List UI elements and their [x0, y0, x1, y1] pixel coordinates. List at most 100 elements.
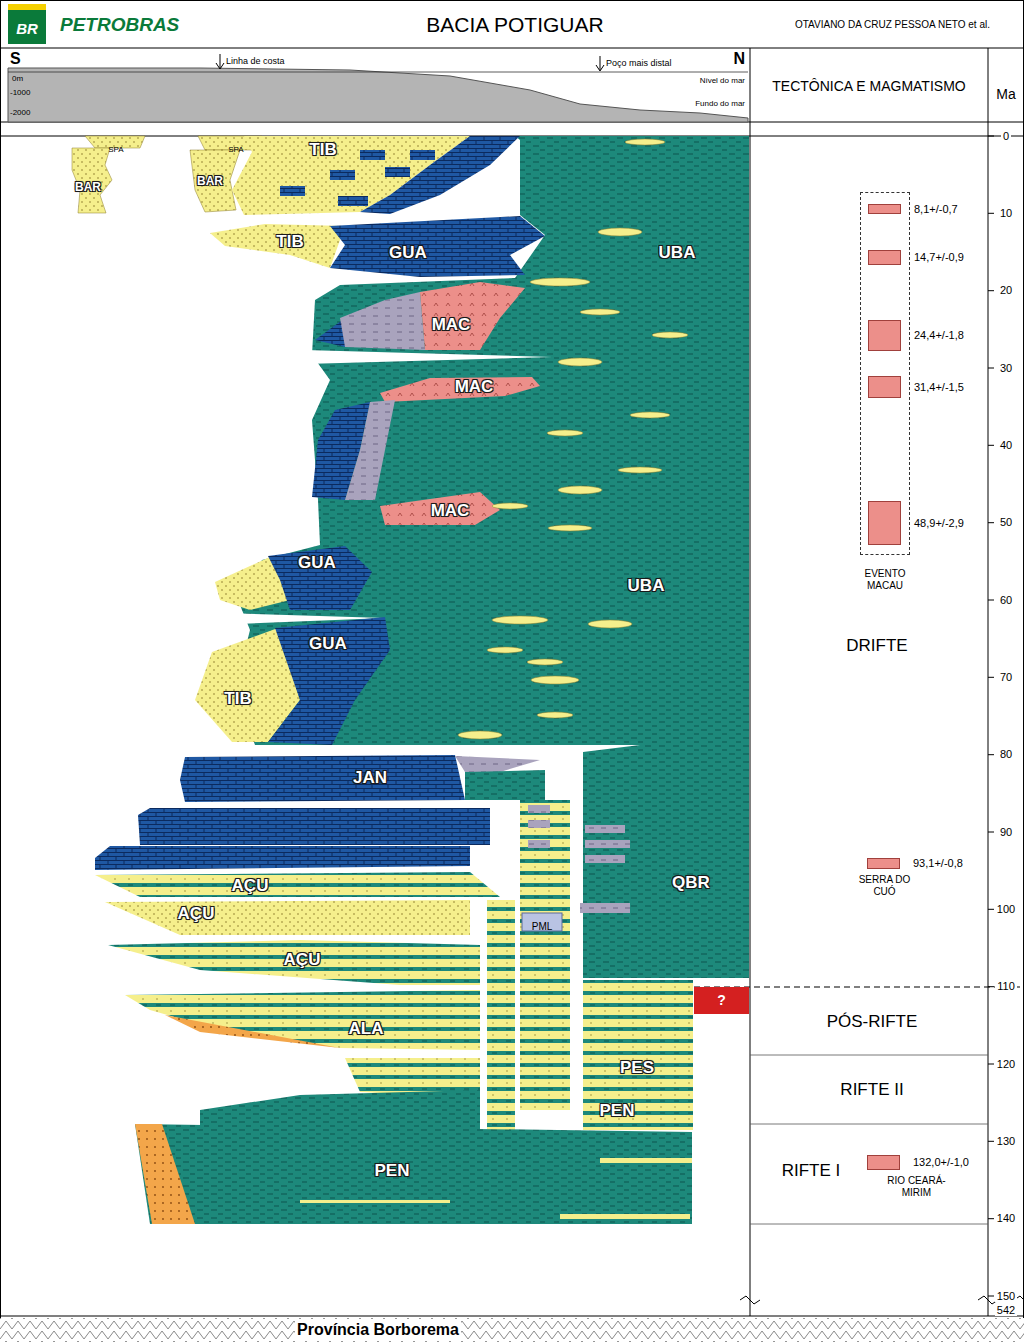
marl-body	[340, 292, 425, 350]
formation-body: GUA	[307, 633, 349, 655]
conglomerate-body	[165, 1015, 340, 1048]
chart-label: PETROBRAS	[60, 14, 179, 36]
interbedded-column	[487, 900, 515, 1130]
formation-body: UBA	[657, 242, 698, 264]
formation-body: QBR	[670, 872, 712, 894]
shale-body	[200, 1090, 480, 1130]
chart-label: Linha de costa	[226, 56, 285, 66]
marl-bed	[585, 825, 625, 833]
carbonate-body	[95, 846, 470, 870]
marl-bed	[580, 903, 630, 913]
formation-body: TIB	[274, 231, 305, 253]
formation-label: GUA	[298, 553, 336, 573]
chart-label: Ma	[996, 86, 1015, 102]
carbonate-block	[330, 170, 355, 180]
formation-body: SPA	[226, 137, 245, 148]
formation-body: ALA	[347, 1018, 386, 1040]
shale-body	[465, 770, 545, 800]
carbonate-block	[410, 150, 435, 160]
carbonate-block	[280, 186, 305, 196]
chart-label: Nível do mar	[700, 76, 745, 85]
formation-body: PML	[530, 915, 555, 929]
formation-body: BAR	[73, 176, 103, 192]
age-tick-label: 40	[998, 439, 1014, 452]
age-tick-label: 0	[1001, 130, 1011, 143]
chart-label: -2000	[10, 108, 30, 117]
carbonate-body	[268, 546, 372, 610]
formation-label: BAR	[197, 175, 223, 189]
chart-label: Poço mais distal	[606, 58, 672, 68]
age-tick-label: 542	[995, 1304, 1017, 1317]
formation-body: GUA	[387, 242, 429, 264]
formation-label: MAC	[455, 377, 494, 397]
section-profile	[8, 68, 748, 122]
magmatism-box: 8,1+/-0,7	[868, 204, 901, 214]
formation-body: SPA	[106, 137, 125, 148]
formation-label: AÇU	[232, 876, 269, 896]
formation-label: AÇU	[284, 950, 321, 970]
formation-label: SPA	[228, 145, 243, 154]
marl-bed	[528, 805, 550, 813]
formation-label: PES	[620, 1058, 654, 1078]
age-tick-label: 130	[995, 1135, 1017, 1148]
age-tick-label: 30	[998, 362, 1014, 375]
age-label: 8,1+/-0,7	[914, 203, 958, 216]
chart-label: Província Borborema	[295, 1321, 461, 1339]
formation-label: UBA	[659, 243, 696, 263]
formation-body: UBA	[626, 575, 667, 597]
age-label: 132,0+/-1,0	[913, 1156, 969, 1169]
chart-label: 0m	[12, 74, 23, 83]
formation-label: TIB	[224, 689, 251, 709]
tectonic-band: DRIFTE EVENTO MACAU 8,1+/-0,7 14,7+/-0,9 24,…	[751, 137, 987, 986]
basement-band	[0, 1318, 1024, 1342]
chart-label: N	[733, 50, 745, 68]
formation-body: MAC	[453, 376, 496, 398]
formation-label: PEN	[600, 1101, 635, 1121]
age-ticks	[988, 136, 994, 1296]
formation-label: PML	[532, 921, 553, 933]
uncertain-box: ?	[694, 987, 749, 1014]
logo-bar	[8, 4, 46, 10]
band-label: DRIFTE	[846, 636, 907, 656]
carbonate-body	[330, 216, 545, 277]
marl-bed	[528, 820, 550, 828]
formation-body: AÇU	[230, 875, 271, 897]
grid-lines	[0, 48, 1024, 1316]
interbedded-column	[520, 800, 570, 1110]
event-label: EVENTO MACAU	[855, 568, 915, 591]
interbedded-body	[108, 940, 480, 985]
chart-label: OTAVIANO DA CRUZ PESSOA NETO et al.	[795, 19, 990, 31]
formation-body: PES	[618, 1057, 656, 1079]
carbonate-body	[180, 755, 465, 802]
formation-body: AÇU	[176, 903, 217, 925]
formation-body: PEN	[598, 1100, 637, 1122]
age-label: 24,4+/-1,8	[914, 329, 964, 342]
tectonic-band: PÓS-RIFTE	[751, 988, 987, 1055]
chart-label: Fundo do mar	[695, 99, 745, 108]
location-arrow	[216, 54, 604, 71]
formation-label: PEN	[375, 1161, 410, 1181]
formation-body: MAC	[430, 314, 473, 336]
band-lines	[750, 1055, 988, 1224]
formation-body: TIB	[307, 139, 338, 161]
formation-label: TIB	[276, 232, 303, 252]
interbedded-column	[583, 980, 693, 1130]
chart-label: BR	[16, 20, 38, 37]
age-tick-label: 20	[998, 284, 1014, 297]
chart-label: -1000	[10, 88, 30, 97]
volcanic-body	[380, 492, 500, 525]
shale-body	[135, 1124, 692, 1224]
formation-label: AÇU	[178, 904, 215, 924]
marl-bed	[528, 840, 550, 848]
chart-title: BACIA POTIGUAR	[426, 13, 603, 37]
sand-bed	[300, 1200, 450, 1203]
formation-label: ALA	[349, 1019, 384, 1039]
volcanic-body	[380, 377, 540, 402]
magmatism-box: 48,9+/-2,9	[868, 501, 901, 545]
age-label: 14,7+/-0,9	[914, 251, 964, 264]
age-label: 31,4+/-1,5	[914, 381, 964, 394]
carbonate-block	[338, 196, 368, 206]
age-tick-label: 50	[998, 516, 1014, 529]
